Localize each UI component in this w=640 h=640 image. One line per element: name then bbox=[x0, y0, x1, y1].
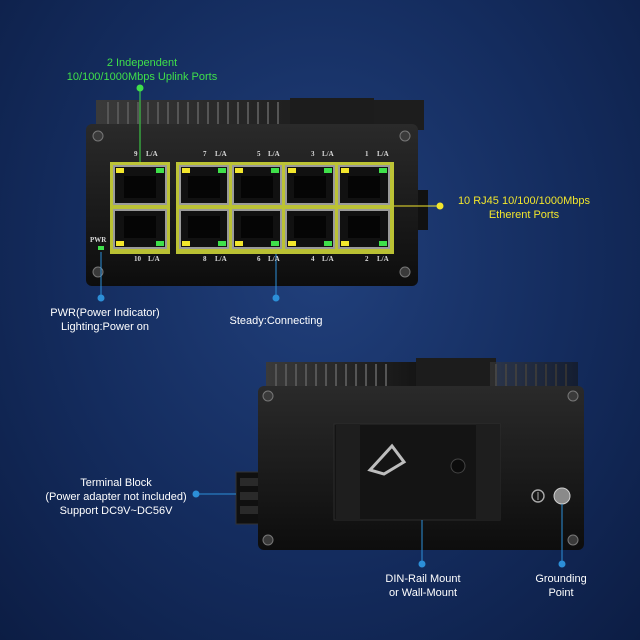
port-number-5: 5 bbox=[257, 150, 261, 158]
uplink-callout-line2: 10/100/1000Mbps Uplink Ports bbox=[66, 71, 218, 83]
rj45-callout-line bbox=[394, 202, 444, 210]
terminal-block-callout: Terminal Block (Power adapter not includ… bbox=[36, 476, 196, 518]
top-device-heatsink bbox=[96, 98, 424, 130]
steady-callout-text: Steady:Connecting bbox=[229, 315, 323, 327]
din-rail-callout: DIN-Rail Mount or Wall-Mount bbox=[368, 572, 478, 600]
steady-connecting-callout: Steady:Connecting bbox=[216, 314, 336, 328]
pwr-callout-line2: Lighting:Power on bbox=[60, 321, 150, 333]
din-callout-line1: DIN-Rail Mount bbox=[385, 573, 461, 585]
la-label: L/A bbox=[322, 255, 334, 263]
la-label: L/A bbox=[146, 150, 158, 158]
la-label: L/A bbox=[215, 150, 227, 158]
din-rail-bracket bbox=[333, 423, 501, 521]
ground-callout-line1: Grounding bbox=[535, 573, 587, 585]
terminal-callout-line3: Support DC9V~DC56V bbox=[59, 505, 173, 517]
la-label: L/A bbox=[322, 150, 334, 158]
terminal-callout-line1: Terminal Block bbox=[80, 477, 152, 489]
uplink-callout-line1: 2 Independent bbox=[106, 57, 178, 69]
bottom-device-screws bbox=[262, 390, 579, 546]
rj45-ports-callout: 10 RJ45 10/100/1000Mbps Etherent Ports bbox=[444, 194, 604, 222]
terminal-callout-line bbox=[192, 490, 236, 498]
ground-callout-line2: Point bbox=[548, 587, 574, 599]
port-number-8: 8 bbox=[203, 255, 207, 263]
rj45-callout-line2: Etherent Ports bbox=[488, 209, 560, 221]
port-number-6: 6 bbox=[257, 255, 261, 263]
uplink-callout-line bbox=[136, 84, 144, 162]
pwr-label: PWR bbox=[90, 236, 107, 244]
pwr-indicator-callout: PWR(Power Indicator) Lighting:Power on bbox=[40, 306, 170, 334]
la-label: L/A bbox=[148, 255, 160, 263]
din-callout-line2: or Wall-Mount bbox=[388, 587, 458, 599]
ground-callout-line bbox=[558, 504, 566, 568]
din-callout-line bbox=[418, 520, 426, 568]
pwr-callout-line1: PWR(Power Indicator) bbox=[50, 307, 160, 319]
la-label: L/A bbox=[377, 255, 389, 263]
la-label: L/A bbox=[268, 255, 280, 263]
port-leds bbox=[116, 168, 387, 246]
terminal-callout-line2: (Power adapter not included) bbox=[45, 491, 187, 503]
port-number-7: 7 bbox=[203, 150, 207, 158]
port-number-2: 2 bbox=[365, 255, 369, 263]
pwr-callout-line bbox=[97, 252, 105, 302]
grounding-callout: Grounding Point bbox=[516, 572, 606, 600]
uplink-ports-callout: 2 Independent 10/100/1000Mbps Uplink Por… bbox=[62, 56, 222, 84]
bottom-device-heatsink bbox=[266, 358, 578, 390]
steady-callout-line bbox=[272, 254, 280, 302]
la-label: L/A bbox=[377, 150, 389, 158]
la-label: L/A bbox=[268, 150, 280, 158]
port-number-3: 3 bbox=[311, 150, 315, 158]
rj45-callout-line1: 10 RJ45 10/100/1000Mbps bbox=[457, 195, 591, 207]
port-number-9: 9 bbox=[134, 150, 138, 158]
port-number-10: 10 bbox=[134, 255, 141, 263]
la-label: L/A bbox=[215, 255, 227, 263]
port-number-1: 1 bbox=[365, 150, 369, 158]
pwr-led bbox=[98, 246, 104, 250]
port-number-4: 4 bbox=[311, 255, 315, 263]
